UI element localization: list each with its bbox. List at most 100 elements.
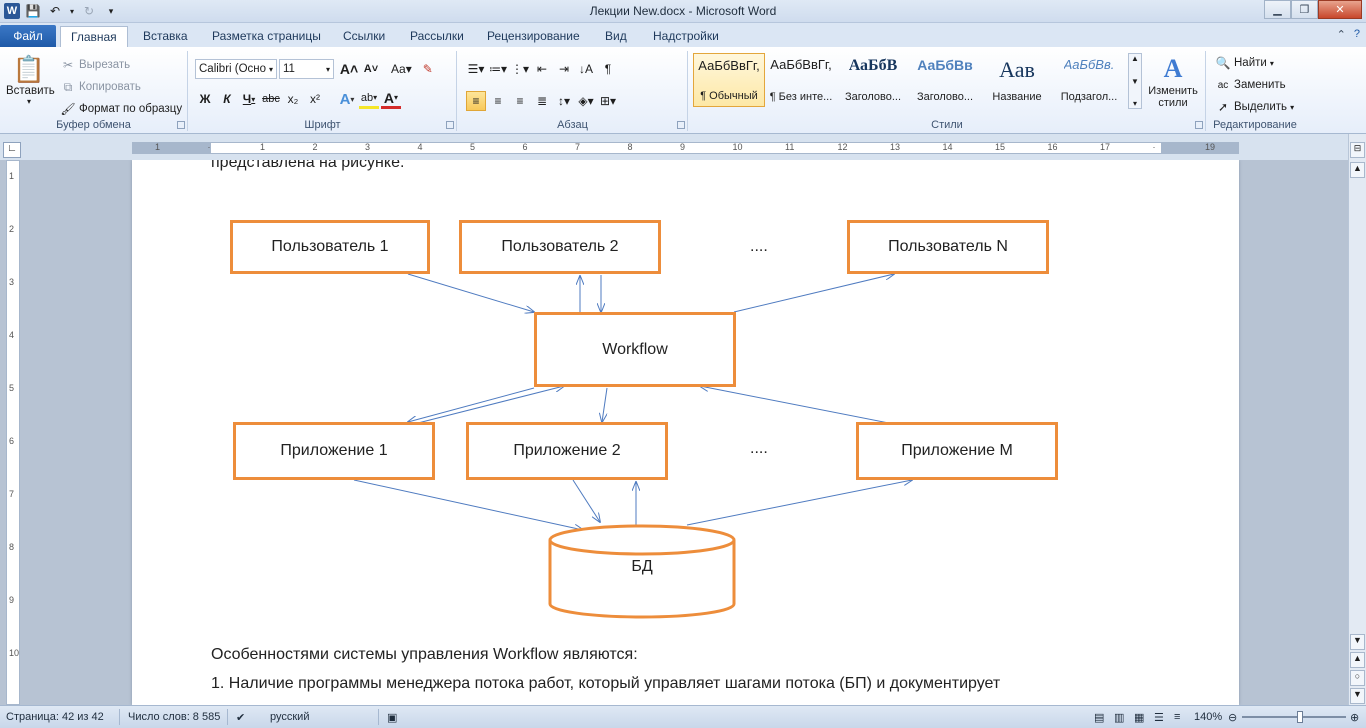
tab-insert[interactable]: Вставка (143, 29, 188, 43)
zoom-in-icon[interactable]: ⊕ (1350, 712, 1360, 724)
increase-indent-icon[interactable]: ⇥ (558, 62, 570, 76)
cut-button[interactable]: ✂Вырезать (60, 57, 130, 73)
dialog-launcher-icon[interactable] (1195, 121, 1203, 129)
multilevel-list-icon[interactable]: ⋮▾ (510, 62, 530, 76)
macro-record-icon[interactable]: ▣ (387, 712, 398, 724)
change-styles-button[interactable]: A Изменить стили (1145, 53, 1201, 109)
font-color-button[interactable]: A▾ (381, 89, 401, 109)
justify-icon[interactable]: ≣ (536, 94, 548, 108)
line-spacing-icon[interactable]: ↕▾ (557, 94, 571, 108)
ruler-number: 1 (155, 142, 161, 152)
style-no-spacing[interactable]: АаБбВвГг, ¶ Без инте... (769, 57, 833, 103)
more-styles-icon[interactable]: ▾ (1132, 99, 1137, 108)
shrink-font-button[interactable]: A˅ (363, 63, 379, 75)
tab-file[interactable]: Файл (0, 25, 56, 47)
tab-home[interactable]: Главная (60, 26, 128, 47)
style-title[interactable]: Аав Название (992, 57, 1042, 103)
tab-references[interactable]: Ссылки (343, 29, 386, 43)
language[interactable]: русский (270, 711, 310, 723)
highlight-button[interactable]: ab▾ (359, 89, 379, 109)
subscript-button[interactable]: x₂ (287, 92, 299, 106)
paste-icon: 📋 (12, 54, 46, 84)
style-heading-2[interactable]: АаБбВв Заголово... (916, 57, 974, 103)
zoom-slider[interactable] (1242, 716, 1346, 718)
save-icon[interactable]: 💾 (25, 4, 41, 18)
minimize-icon[interactable]: ▁ (1264, 0, 1291, 19)
italic-button[interactable]: К (223, 92, 231, 106)
font-size-combo[interactable]: 11▾ (279, 59, 334, 79)
styles-gallery-scroll[interactable]: ▲ ▼ ▾ (1128, 53, 1142, 109)
previous-page-icon[interactable]: ▲ (1350, 652, 1365, 668)
shading-icon[interactable]: ◈▾ (578, 94, 594, 108)
sort-icon[interactable]: ↓A (578, 62, 593, 76)
align-center-icon[interactable]: ≡ (494, 94, 502, 108)
tab-review[interactable]: Рецензирование (487, 29, 580, 43)
dialog-launcher-icon[interactable] (677, 121, 685, 129)
word-count[interactable]: Число слов: 8 585 (128, 711, 221, 723)
view-outline-icon[interactable]: ☰ (1154, 712, 1164, 724)
view-draft-icon[interactable]: ≡ (1174, 711, 1181, 723)
document-page[interactable]: представлена на рисунке. (132, 160, 1239, 705)
tab-page-layout[interactable]: Разметка страницы (212, 29, 321, 43)
zoom-slider-handle[interactable] (1297, 711, 1303, 723)
help-icon[interactable]: ? (1353, 28, 1360, 40)
align-left-icon[interactable]: ≡ (466, 91, 486, 111)
style-heading-1[interactable]: АаБбВ Заголово... (844, 57, 902, 103)
bullets-icon[interactable]: ☰▾ (467, 62, 485, 76)
page-count[interactable]: Страница: 42 из 42 (6, 711, 104, 723)
select-button[interactable]: ➚Выделить▾ (1215, 99, 1294, 115)
tab-addins[interactable]: Надстройки (653, 29, 719, 43)
font-name-combo[interactable]: Calibri (Осно▾ (195, 59, 277, 79)
underline-button[interactable]: Ч▾ (242, 92, 256, 106)
view-print-layout-icon[interactable]: ▤ (1094, 712, 1105, 724)
ribbon-collapse-icon[interactable]: ⌃ (1336, 29, 1346, 41)
app-1-box: Приложение 1 (233, 422, 435, 480)
tab-selector-icon[interactable]: ∟ (3, 142, 21, 158)
superscript-button[interactable]: x² (310, 92, 320, 106)
customize-qat-icon[interactable]: ▾ (108, 5, 114, 16)
show-formatting-icon[interactable]: ¶ (604, 62, 612, 76)
ruler-toggle-icon[interactable]: ⊟ (1350, 142, 1365, 158)
scroll-down-icon[interactable]: ▼ (1350, 634, 1365, 650)
numbering-icon[interactable]: ≔▾ (488, 62, 508, 76)
style-normal[interactable]: АаБбВвГг, ¶ Обычный (693, 53, 765, 107)
format-painter-button[interactable]: 🖌Формат по образцу (60, 102, 183, 116)
scroll-up-icon[interactable]: ▲ (1131, 54, 1139, 63)
undo-icon[interactable]: ↶ (49, 4, 61, 18)
tab-mailings[interactable]: Рассылки (410, 29, 464, 43)
clear-formatting-icon[interactable]: ✎ (422, 62, 433, 76)
vertical-scrollbar[interactable]: ⊟ ▲ ▼ ▲ ○ ▼ (1348, 134, 1366, 705)
scroll-up-icon[interactable]: ▲ (1350, 162, 1365, 178)
find-button[interactable]: 🔍Найти▾ (1215, 56, 1274, 70)
spellcheck-icon[interactable]: ✔ (236, 712, 246, 724)
tab-view[interactable]: Вид (605, 29, 627, 43)
text-effects-button[interactable]: A▾ (339, 90, 355, 108)
change-case-button[interactable]: Aa▾ (391, 62, 412, 76)
dialog-launcher-icon[interactable] (177, 121, 185, 129)
decrease-indent-icon[interactable]: ⇤ (536, 62, 548, 76)
view-full-screen-icon[interactable]: ▥ (1114, 712, 1125, 724)
borders-icon[interactable]: ⊞▾ (599, 94, 617, 108)
grow-font-button[interactable]: A˄ (339, 61, 359, 77)
paste-button[interactable]: 📋 Вставить ▾ (6, 53, 55, 106)
scroll-down-icon[interactable]: ▼ (1131, 76, 1139, 86)
redo-icon[interactable]: ↻ (83, 4, 95, 18)
word-app-icon[interactable]: W (4, 3, 20, 19)
close-icon[interactable]: ✕ (1318, 0, 1362, 19)
zoom-level[interactable]: 140% (1194, 711, 1223, 723)
align-right-icon[interactable]: ≡ (516, 94, 524, 108)
select-browse-object-icon[interactable]: ○ (1350, 670, 1365, 686)
copy-button[interactable]: ⧉Копировать (60, 79, 141, 95)
bold-button[interactable]: Ж (199, 92, 211, 106)
dropdown-arrow-icon[interactable]: ▾ (69, 6, 74, 16)
maximize-icon[interactable]: ❐ (1291, 0, 1318, 19)
style-subtitle[interactable]: АаБбВв. Подзагол... (1060, 57, 1118, 103)
view-web-layout-icon[interactable]: ▦ (1134, 712, 1145, 724)
dialog-launcher-icon[interactable] (446, 121, 454, 129)
next-page-icon[interactable]: ▼ (1350, 688, 1365, 704)
zoom-out-icon[interactable]: ⊖ (1228, 712, 1238, 724)
strikethrough-button[interactable]: abc (262, 93, 280, 105)
